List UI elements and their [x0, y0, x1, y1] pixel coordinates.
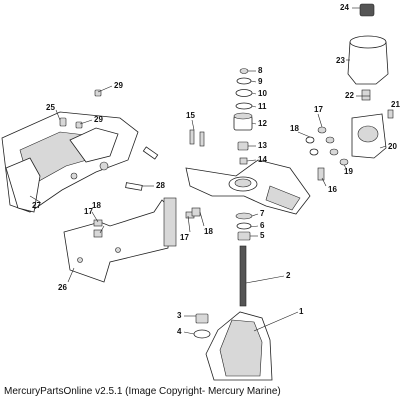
callout-7[interactable]: 7: [260, 209, 265, 218]
callout-14[interactable]: 14: [258, 155, 267, 164]
part-12-bushing[interactable]: [233, 112, 253, 131]
callout-5[interactable]: 5: [260, 231, 265, 240]
part-27-bracket[interactable]: [1, 111, 139, 213]
part-3-nut[interactable]: [195, 313, 209, 324]
part-29-nut-a[interactable]: [75, 121, 83, 129]
part-28-pins[interactable]: [125, 146, 159, 191]
part-4-washer[interactable]: [193, 329, 211, 339]
callout-9[interactable]: 9: [258, 77, 263, 86]
part-21-screw[interactable]: [387, 109, 394, 119]
callout-25[interactable]: 25: [46, 103, 55, 112]
callout-3[interactable]: 3: [177, 311, 182, 320]
part-11-ring[interactable]: [235, 102, 253, 110]
part-26-plate[interactable]: [63, 197, 177, 283]
part-6-washer[interactable]: [236, 222, 252, 230]
part-5-nut[interactable]: [237, 231, 251, 241]
part-22-fitting[interactable]: [361, 89, 371, 101]
callout-27[interactable]: 27: [32, 201, 41, 210]
part-8-washer[interactable]: [239, 68, 249, 74]
callout-26[interactable]: 26: [58, 283, 67, 292]
part-1-mount[interactable]: [205, 311, 273, 381]
callout-17-right[interactable]: 17: [314, 105, 323, 114]
part-center-bracket[interactable]: [185, 159, 311, 215]
part-24-cap[interactable]: [359, 3, 375, 17]
callout-18-right[interactable]: 18: [290, 124, 299, 133]
callout-29-top[interactable]: 29: [114, 81, 123, 90]
callout-29-left[interactable]: 29: [94, 115, 103, 124]
part-17-spacers-right[interactable]: [317, 126, 339, 156]
callout-16[interactable]: 16: [328, 185, 337, 194]
part-2-stud[interactable]: [239, 245, 247, 307]
callout-24[interactable]: 24: [340, 3, 349, 12]
part-20-bracket[interactable]: [351, 113, 387, 159]
copyright-caption: MercuryPartsOnline v2.5.1 (Image Copyrig…: [4, 386, 281, 397]
part-16-bolts[interactable]: [317, 167, 325, 181]
callout-11[interactable]: 11: [258, 102, 267, 111]
part-15-bolts[interactable]: [189, 129, 205, 147]
callout-8[interactable]: 8: [258, 66, 263, 75]
part-10-washer[interactable]: [235, 89, 253, 97]
callout-12[interactable]: 12: [258, 119, 267, 128]
callout-28[interactable]: 28: [156, 181, 165, 190]
callout-1[interactable]: 1: [299, 307, 304, 316]
callout-18-mid[interactable]: 18: [204, 227, 213, 236]
part-18-spacers-right[interactable]: [305, 136, 319, 156]
part-18-spacer-left[interactable]: [93, 229, 103, 238]
callout-18-left[interactable]: 18: [92, 201, 101, 210]
part-13-sleeve[interactable]: [237, 141, 249, 151]
part-25-bolt[interactable]: [59, 117, 67, 127]
part-23-reservoir[interactable]: [347, 35, 389, 85]
part-18-spacer-mid[interactable]: [191, 207, 201, 217]
part-17-spacer-left[interactable]: [93, 219, 103, 227]
callout-2[interactable]: 2: [286, 271, 291, 280]
part-14-nut[interactable]: [239, 157, 248, 165]
callout-17-mid[interactable]: 17: [180, 233, 189, 242]
part-7-washer[interactable]: [235, 212, 253, 220]
callout-23[interactable]: 23: [336, 56, 345, 65]
part-19-washer[interactable]: [339, 158, 349, 166]
callout-19[interactable]: 19: [344, 167, 353, 176]
callout-4[interactable]: 4: [177, 327, 182, 336]
callout-22[interactable]: 22: [345, 91, 354, 100]
leader-lines: [29, 7, 387, 335]
callout-13[interactable]: 13: [258, 141, 267, 150]
callout-21[interactable]: 21: [391, 100, 400, 109]
callout-17-left[interactable]: 17: [84, 207, 93, 216]
callout-20[interactable]: 20: [388, 142, 397, 151]
callout-15[interactable]: 15: [186, 111, 195, 120]
callout-10[interactable]: 10: [258, 89, 267, 98]
callout-6[interactable]: 6: [260, 221, 265, 230]
part-9-washer[interactable]: [236, 77, 252, 85]
